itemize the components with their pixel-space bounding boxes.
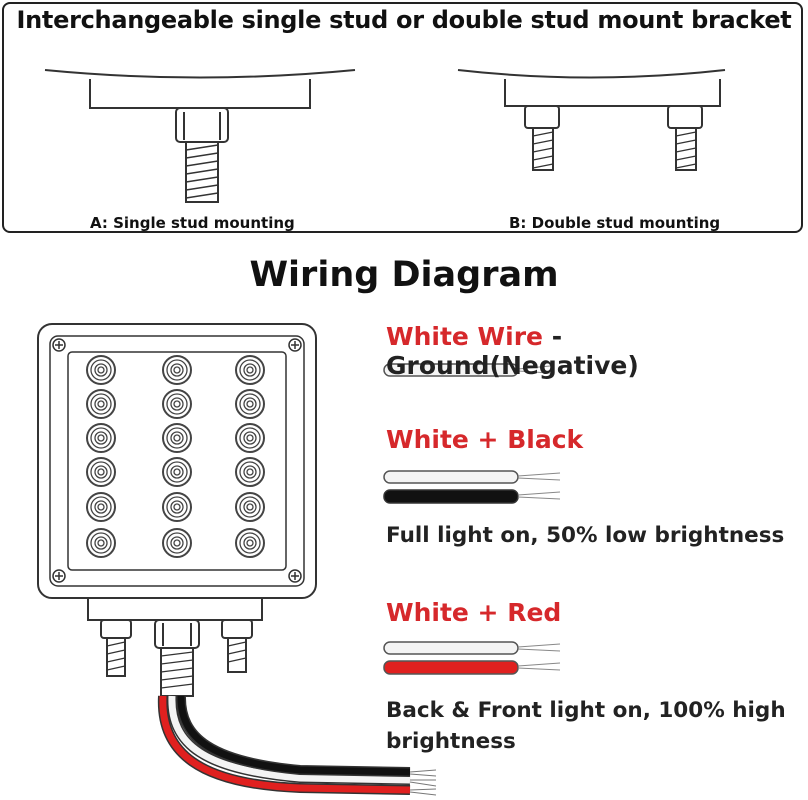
led-bulb (86, 457, 116, 487)
white-red-description: Back & Front light on, 100% high brightn… (386, 698, 786, 754)
led-bulb (162, 423, 192, 453)
screw-icon (52, 338, 302, 583)
white-black-wire-sample (383, 470, 561, 504)
white-wire-color-label: White Wire (386, 322, 543, 351)
single-stud-caption: A: Single stud mounting (90, 214, 295, 232)
led-grid (86, 355, 265, 558)
led-bulb (235, 355, 265, 385)
led-bulb (162, 355, 192, 385)
led-bulb (162, 528, 192, 558)
double-stud-illustration (457, 69, 726, 171)
led-bulb (235, 457, 265, 487)
led-bulb (86, 389, 116, 419)
led-bulb (162, 492, 192, 522)
led-bulb (162, 389, 192, 419)
double-stud-caption: B: Double stud mounting (509, 214, 721, 232)
mount-bracket-panel (2, 2, 803, 233)
wiring-diagram-title: Wiring Diagram (249, 255, 559, 295)
wire-bundle (157, 695, 437, 796)
led-bulb (86, 355, 116, 385)
led-bulb (86, 492, 116, 522)
light-mount-studs (87, 598, 263, 697)
white-black-description: Full light on, 50% low brightness (386, 523, 785, 548)
white-wire-function: - Ground(Negative) (386, 322, 639, 380)
led-bulb (235, 528, 265, 558)
led-bulb (162, 457, 192, 487)
mount-bracket-title: Interchangeable single stud or double st… (16, 6, 792, 34)
led-bulb (86, 423, 116, 453)
single-stud-illustration (44, 69, 356, 203)
white-red-label: White + Red (386, 598, 562, 627)
white-wire-label: White Wire - Ground(Negative) (386, 322, 808, 380)
led-bulb (235, 423, 265, 453)
led-bulb (235, 492, 265, 522)
white-black-label: White + Black (386, 425, 584, 454)
led-bulb (235, 389, 265, 419)
led-bulb (86, 528, 116, 558)
white-red-wire-sample (383, 641, 561, 675)
white-wire-sample (383, 363, 551, 377)
